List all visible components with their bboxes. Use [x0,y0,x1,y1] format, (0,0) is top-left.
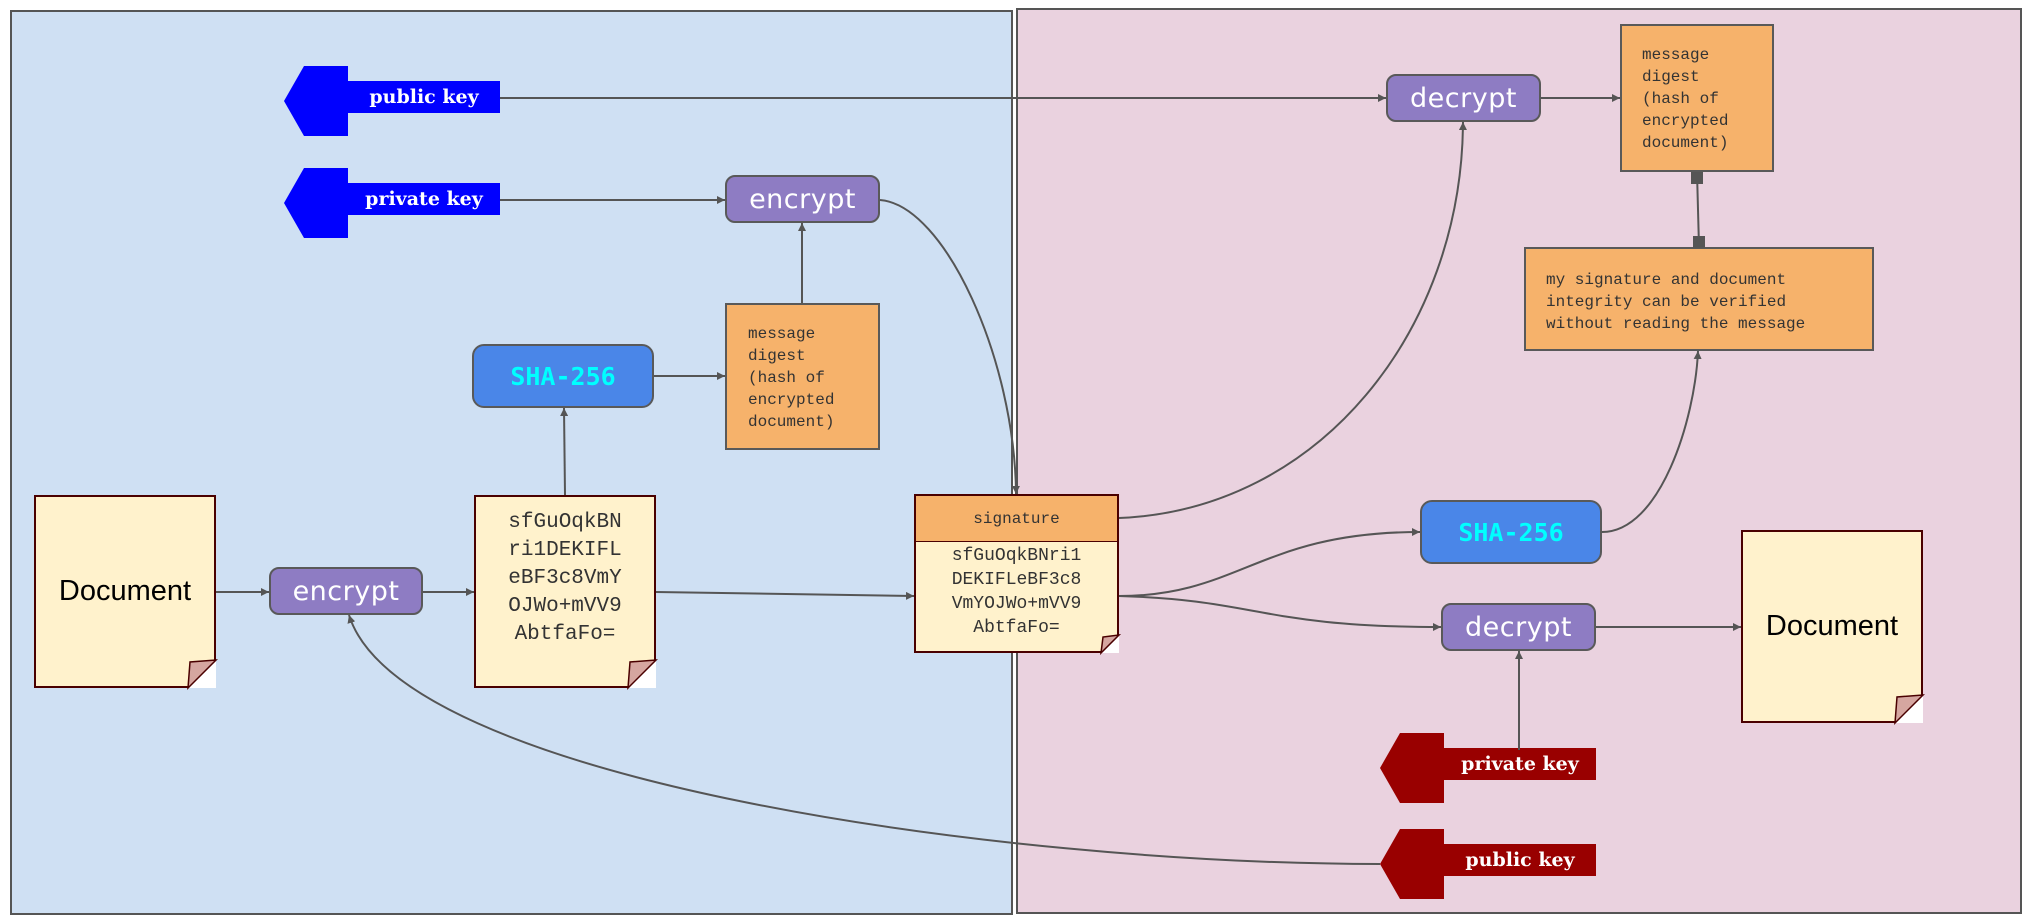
decrypt-signature-node: decrypt [1386,74,1541,122]
digest-line: digest [1642,68,1700,86]
connector-arrow [1118,121,1467,519]
sender-public-key-label: public key [369,86,479,108]
page-fold-icon [627,659,658,690]
connector-arrow [655,591,915,600]
key-tag-icon [284,66,500,136]
digest-line: encrypted [1642,112,1729,130]
digest-line: document) [748,413,835,431]
page-fold-icon [1099,633,1122,656]
signature-body: sfGuOqkBNri1 DEKIFLeBF3c8 VmYOJWo+mVV9 A… [914,542,1119,653]
receiver-document: Document [1741,530,1923,723]
receiver-private-key-tag: private key [1380,733,1596,803]
receiver-sha256-node: SHA-256 [1420,500,1602,564]
digest-line: message [1642,46,1710,64]
signature-line: AbtfaFo= [973,618,1060,638]
cipher-line: OJWo+mVV9 [508,595,622,618]
signature-header: signature [914,494,1119,542]
receiver-private-key-label: private key [1461,753,1579,775]
digest-line: (hash of [1642,90,1719,108]
sender-panel [10,10,1013,915]
connector-arrow [1601,350,1702,533]
key-tag-icon [1380,829,1596,899]
connector-arrow [1118,528,1421,597]
ciphertext-document: sfGuOqkBN ri1DEKIFL eBF3c8VmY OJWo+mVV9 … [474,495,656,688]
digest-line: digest [748,347,806,365]
decrypt-document-node: decrypt [1441,603,1596,651]
connector-arrow [1118,595,1442,631]
connector-square-end [1691,172,1703,184]
signature-line: sfGuOqkBNri1 [951,546,1082,566]
verify-line: without reading the message [1546,315,1806,333]
key-tag-icon [1380,733,1596,803]
key-tag-icon [284,168,500,238]
cipher-line: eBF3c8VmY [508,567,622,590]
verify-line: integrity can be verified [1546,293,1787,311]
encrypt-document-node: encrypt [269,567,423,615]
connector-line [1696,171,1700,248]
sender-message-digest-note: message digest (hash of encrypted docume… [725,303,880,450]
sender-private-key-tag: private key [284,168,500,238]
receiver-message-digest-note: message digest (hash of encrypted docume… [1620,24,1774,172]
receiver-public-key-label: public key [1465,849,1575,871]
verify-line: my signature and document [1546,271,1787,289]
connector-arrow [347,614,1381,865]
digest-line: (hash of [748,369,825,387]
sender-private-key-label: private key [365,188,483,210]
encrypt-digest-node: encrypt [725,175,880,223]
digest-line: document) [1642,134,1729,152]
page-fold-icon [1894,694,1925,725]
signature-line: DEKIFLeBF3c8 [951,570,1082,590]
verification-note: my signature and document integrity can … [1524,247,1874,351]
digest-line: message [748,325,816,343]
page-fold-icon [187,659,218,690]
cipher-line: AbtfaFo= [514,623,616,646]
sender-sha256-node: SHA-256 [472,344,654,408]
signature-line: VmYOJWo+mVV9 [951,594,1082,614]
receiver-public-key-tag: public key [1380,829,1596,899]
cipher-line: sfGuOqkBN [508,511,622,534]
connector-arrow [879,199,1020,495]
connector-arrow [560,407,569,496]
connector-square-end [1693,236,1705,248]
cipher-line: ri1DEKIFL [508,539,622,562]
digest-line: encrypted [748,391,835,409]
sender-public-key-tag: public key [284,66,500,136]
sender-document: Document [34,495,216,688]
